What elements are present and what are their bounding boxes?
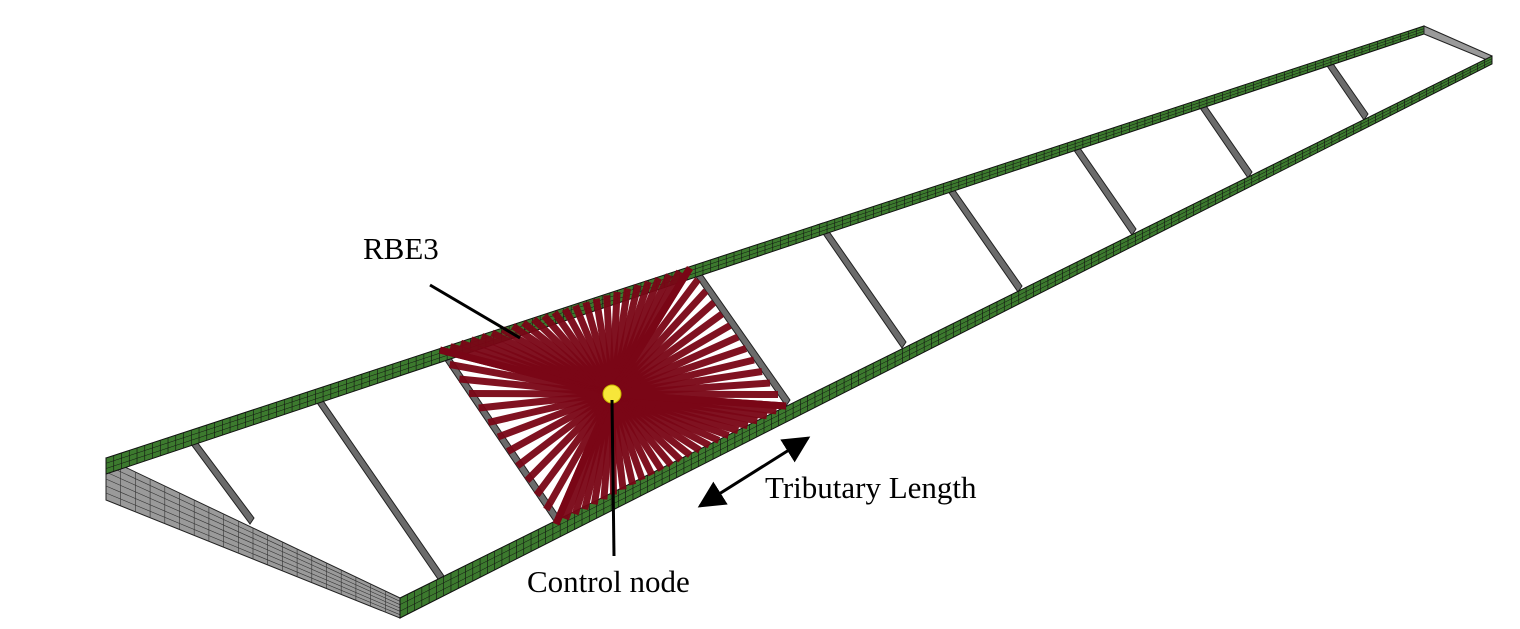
- mesh-line: [105, 478, 401, 609]
- front-spar-mesh: [105, 28, 1425, 472]
- tributary-length-arrow: [697, 436, 811, 508]
- mesh-line: [105, 464, 401, 602]
- rbe3-leg: [611, 390, 787, 410]
- rib: [1195, 99, 1253, 179]
- rbe3-leg: [552, 392, 616, 526]
- rib: [310, 391, 445, 583]
- control-node-label: Control node: [527, 564, 690, 599]
- control-node-leader-line: [610, 399, 616, 557]
- rib: [1068, 140, 1137, 236]
- mesh-line: [105, 485, 401, 612]
- root-mesh: [105, 464, 401, 615]
- rib: [942, 181, 1023, 293]
- mesh-line: [105, 31, 1425, 469]
- rbe3-label: RBE3: [363, 231, 439, 266]
- root-closure: [105, 457, 401, 619]
- rear-spar-mesh: [399, 58, 1493, 615]
- front-spar: [105, 25, 1425, 475]
- rib: [816, 222, 907, 349]
- mesh-line: [105, 492, 401, 615]
- mesh-line: [105, 471, 401, 605]
- rbe3-leader-line: [429, 283, 521, 340]
- mesh-line: [399, 61, 1493, 612]
- mesh-line: [399, 58, 1493, 605]
- mesh-line: [105, 28, 1425, 464]
- tributary-length-label: Tributary Length: [765, 470, 977, 505]
- rib: [1322, 57, 1369, 121]
- tip-closure: [1423, 25, 1493, 63]
- rear-spar: [399, 55, 1493, 619]
- rbe3-element: [439, 266, 787, 526]
